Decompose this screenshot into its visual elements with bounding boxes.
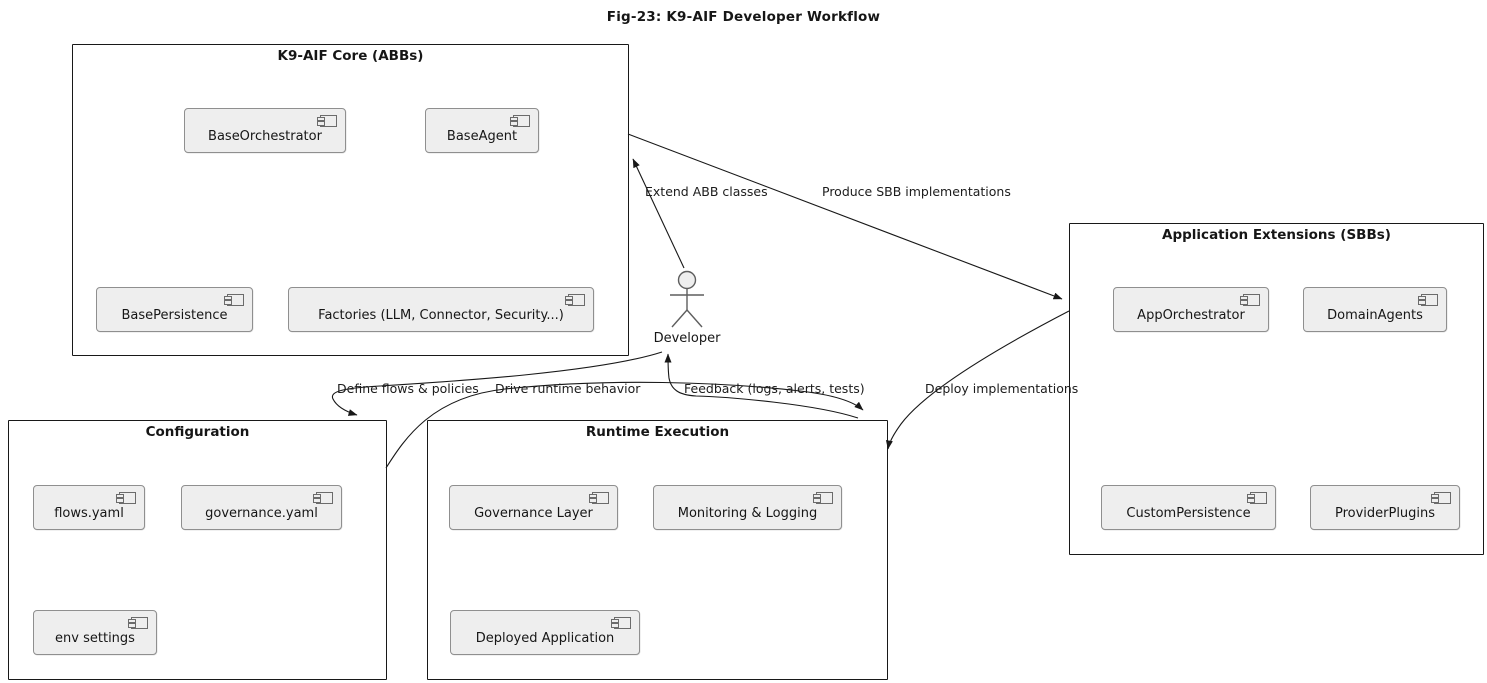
developer-actor-label: Developer — [653, 331, 721, 346]
component-governance-yaml: governance.yaml — [181, 485, 342, 530]
component-label: AppOrchestrator — [1137, 308, 1245, 323]
component-icon — [1417, 294, 1438, 306]
edge-label-extend: Extend ABB classes — [645, 184, 768, 199]
edge-extend-abb — [632, 158, 685, 269]
component-domain-agents: DomainAgents — [1303, 287, 1447, 332]
edge-label-drive: Drive runtime behavior — [495, 381, 641, 396]
component-label: flows.yaml — [54, 506, 124, 521]
component-monitoring-logging: Monitoring & Logging — [653, 485, 842, 530]
package-extensions: Application Extensions (SBBs) AppOrchest… — [1069, 223, 1484, 555]
component-app-orchestrator: AppOrchestrator — [1113, 287, 1269, 332]
component-icon — [1246, 492, 1267, 504]
component-icon — [610, 617, 631, 629]
developer-actor — [670, 270, 704, 328]
component-label: ProviderPlugins — [1334, 506, 1436, 521]
component-label: CustomPersistence — [1126, 506, 1251, 521]
component-icon — [223, 294, 244, 306]
package-configuration: Configuration flows.yaml governance.yaml… — [8, 420, 387, 680]
edge-produce-sbb — [627, 133, 1063, 300]
component-label: BaseOrchestrator — [208, 129, 322, 144]
component-env-settings: env settings — [33, 610, 157, 655]
component-label: Deployed Application — [475, 631, 615, 646]
component-icon — [127, 617, 148, 629]
component-factories: Factories (LLM, Connector, Security...) — [288, 287, 594, 332]
component-icon — [509, 115, 530, 127]
package-runtime: Runtime Execution Governance Layer Monit… — [427, 420, 888, 680]
component-icon — [812, 492, 833, 504]
component-base-agent: BaseAgent — [425, 108, 539, 153]
component-custom-persistence: CustomPersistence — [1101, 485, 1276, 530]
edge-label-produce: Produce SBB implementations — [822, 184, 1011, 199]
component-icon — [1430, 492, 1451, 504]
component-deployed-application: Deployed Application — [450, 610, 640, 655]
edge-label-define: Define flows & policies — [337, 381, 479, 396]
package-runtime-title: Runtime Execution — [585, 424, 730, 440]
component-icon — [564, 294, 585, 306]
component-label: BaseAgent — [446, 129, 518, 144]
package-extensions-title: Application Extensions (SBBs) — [1162, 227, 1391, 243]
package-configuration-title: Configuration — [145, 424, 250, 440]
component-label: governance.yaml — [205, 506, 318, 521]
edge-deploy — [885, 310, 1070, 450]
component-icon — [115, 492, 136, 504]
component-base-persistence: BasePersistence — [96, 287, 253, 332]
component-label: Governance Layer — [474, 506, 593, 521]
component-provider-plugins: ProviderPlugins — [1310, 485, 1460, 530]
component-icon — [316, 115, 337, 127]
component-label: DomainAgents — [1327, 308, 1423, 323]
component-icon — [312, 492, 333, 504]
component-flows-yaml: flows.yaml — [33, 485, 145, 530]
package-core-title: K9-AIF Core (ABBs) — [277, 48, 424, 64]
component-label: env settings — [55, 631, 135, 646]
edge-label-feedback: Feedback (logs, alerts, tests) — [684, 381, 865, 396]
component-label: BasePersistence — [121, 308, 228, 323]
component-governance-layer: Governance Layer — [449, 485, 618, 530]
component-icon — [588, 492, 609, 504]
component-label: Factories (LLM, Connector, Security...) — [318, 308, 564, 323]
edge-label-deploy: Deploy implementations — [925, 381, 1079, 396]
component-icon — [1239, 294, 1260, 306]
diagram-title: Fig-23: K9-AIF Developer Workflow — [606, 9, 881, 25]
package-core: K9-AIF Core (ABBs) BaseOrchestrator Base… — [72, 44, 629, 356]
component-label: Monitoring & Logging — [677, 506, 818, 521]
component-base-orchestrator: BaseOrchestrator — [184, 108, 346, 153]
